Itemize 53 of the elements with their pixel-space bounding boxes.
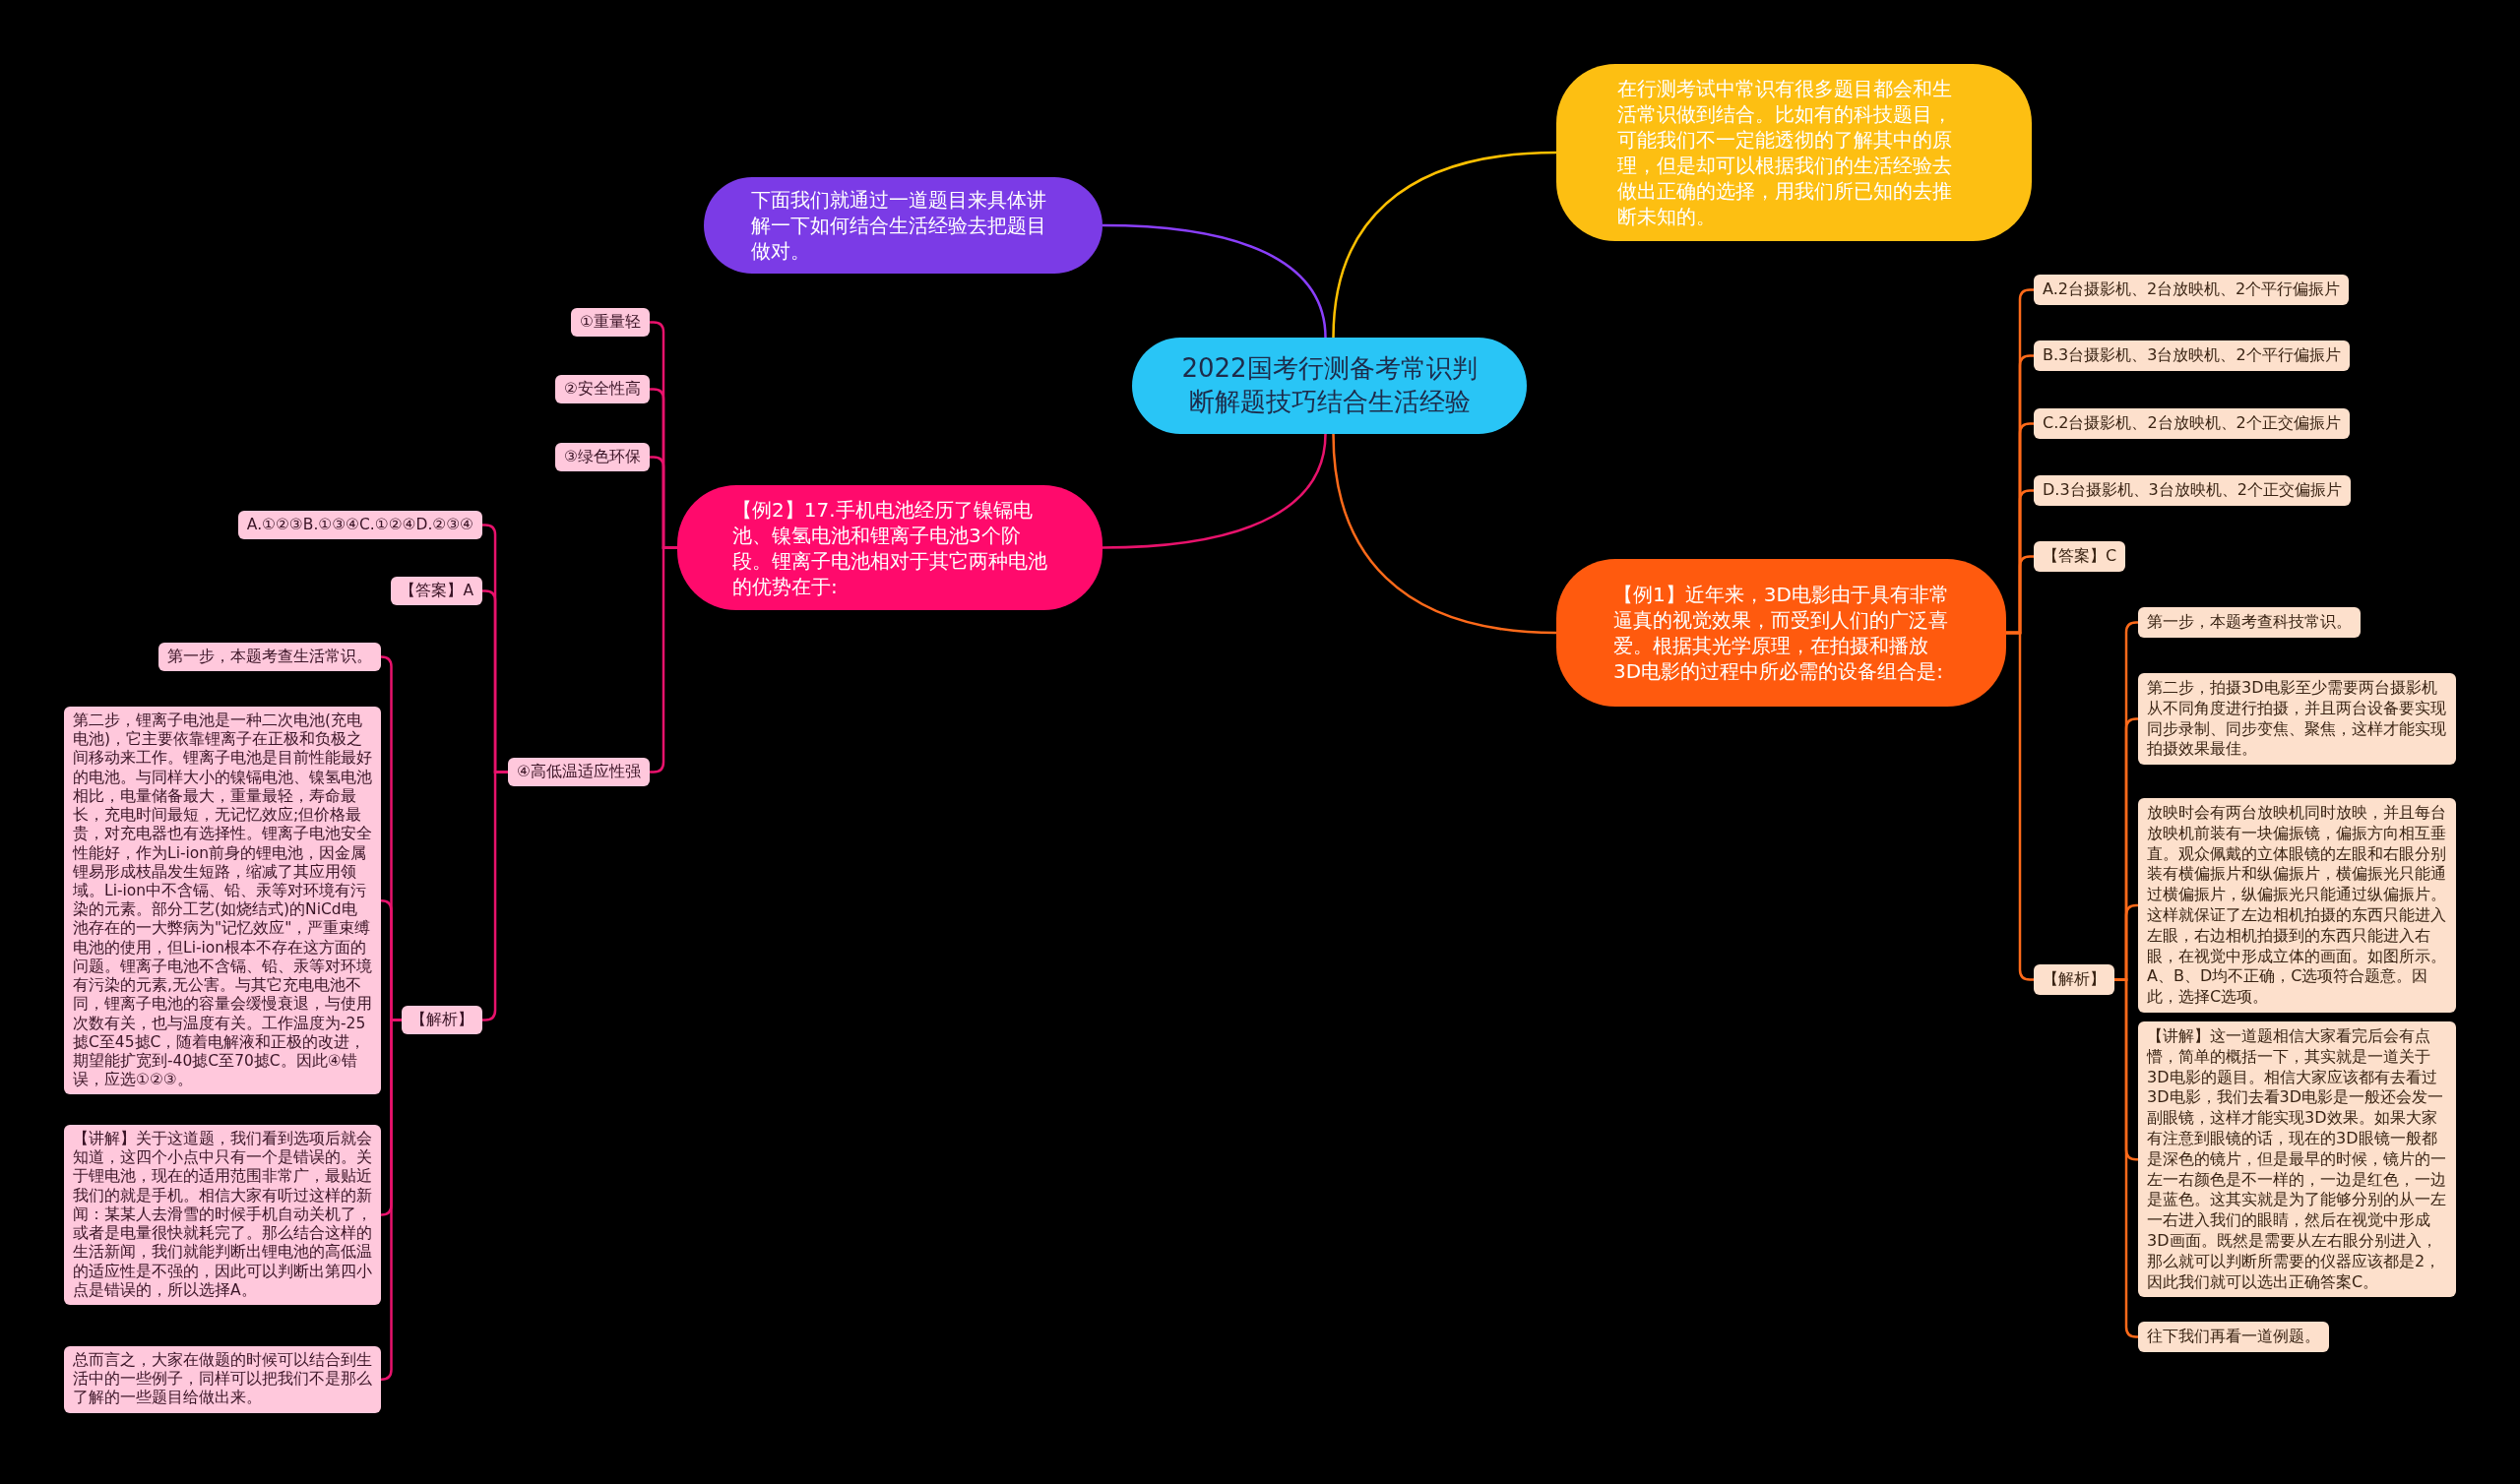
node-text: 【解析】 — [410, 1011, 473, 1030]
note-card — [158, 643, 381, 672]
note-card — [2138, 607, 2361, 638]
node-text: 【讲解】这一道题相信大家看完后会有点懵，简单的概括一下，其实就是一道关于3D电影的题目。相信大家应该都有去看过3D电影，我们去看3D电影是一般还会发一副眼镜，这样才能实现3D效果。如果大家有注意到眼镜的话，现在的3D眼镜一般都是深色的镜片，但是最早的时候，镜片的一左一右颜色是不一样的，一边是红色，一边是蓝色。这其实就是为了能够分别的从一左一右进入我们的眼睛，然后在视觉中形成3D画面。既然是需要从左右眼分别进入，那么就可以判断所需要的仪器应该都是2，因此我们就可以选出正确答案C。 — [2147, 1026, 2447, 1293]
node-text: 下面我们就通过一道题目来具体讲解一下如何结合生活经验去把题目做对。 — [751, 187, 1047, 264]
note-card — [2034, 475, 2351, 506]
note-card — [508, 758, 650, 787]
connector-line — [1102, 433, 1327, 549]
note-card — [2138, 673, 2456, 766]
node-text: 第二步，锂离子电池是一种二次电池(充电电池)，它主要依靠锂离子在正极和负极之间移动来工作。锂离子电池是目前性能最好的电池。与同样大小的镍镉电池、镍氢电池相比，电量储备最大，重量最轻，寿命最长，充电时间最短，无记忆效应;但价格最贵，对充电器也有选择性。锂离子电池安全性能好，作为Li-ion前身的锂电池，因金属锂易形成枝晶发生短路，缩减了其应用领域。Li-ion中不含镉、铅、汞等对环境有污染的元素。部分工艺(如烧结式)的NiCd电池存在的一大弊病为"记忆效应"，严重束缚电池的使用，但Li-ion根本不存在这方面的问题。锂离子电池不含镉、铅、汞等对环境有污染的元素,无公害。与其它充电电池不同，锂离子电池的容量会缓慢衰退，与使用次数有关，也与温度有关。工作温度为-25摅C至45摅C，随着电解液和正极的改进，期望能扩宽到-40摅C至70摅C。因此④错误，应选①②③。 — [73, 711, 372, 1090]
note-card — [571, 308, 650, 338]
node-text: 放映时会有两台放映机同时放映，并且每台放映机前装有一块偏振镜，偏振方向相互垂直。观众佩戴的立体眼镜的左眼和右眼分别装有横偏振片和纵偏振片，横偏振光只能通过横偏振片，纵偏振光只能通过纵偏振片。这样就保证了左边相机拍摄的东西只能进入左眼，右边相机拍摄到的东西只能进入右眼，在视觉中形成立体的画面。如图所示。A、B、D均不正确，C选项符合题意。因此，选择C选项。 — [2147, 803, 2447, 1008]
connector-line — [1332, 151, 1557, 339]
node-text: B.3台摄影机、3台放映机、2个平行偏振片 — [2043, 345, 2341, 366]
node-text: 【例2】17.手机电池经历了镍镉电池、镍氢电池和锂离子电池3个阶段。锂离子电池相对于其它两种电池的优势在于: — [732, 496, 1047, 599]
note-card — [2034, 964, 2114, 995]
note-card — [2034, 275, 2350, 305]
note-card — [64, 1346, 381, 1413]
node-text: D.3台摄影机、3台放映机、2个正交偏振片 — [2043, 480, 2342, 501]
connector-line — [1102, 223, 1327, 339]
node-text: ③绿色环保 — [564, 448, 641, 467]
node-text: 往下我们再看一道例题。 — [2147, 1327, 2320, 1347]
connector-line — [380, 1019, 402, 1382]
node-text: 第二步，拍摄3D电影至少需要两台摄影机从不同角度进行拍摄，并且两台设备要实现同步录制、同步变焦、聚焦，这样才能实现拍摄效果最佳。 — [2147, 678, 2447, 761]
node-text: 【答案】A — [400, 582, 473, 601]
connector-line — [2114, 978, 2139, 1338]
node-text: A.2台摄影机、2台放映机、2个平行偏振片 — [2043, 279, 2341, 300]
note-card — [391, 577, 482, 606]
node-text: 【讲解】关于这道题，我们看到选项后就会知道，这四个小点中只有一个是错误的。关于锂电池，现在的适用范围非常广，最贴近我们的就是手机。相信大家有听过这样的新闻：某某人去滑雪的时候手机自动关机了，或者是电量很快就耗完了。那么结合这样的生活新闻，我们就能判断出锂电池的高低温的适应性是不强的，因此可以判断出第四小点是错误的，所以选择A。 — [73, 1130, 372, 1300]
note-card — [402, 1006, 482, 1035]
connector-line — [482, 771, 509, 1021]
note-card — [555, 443, 650, 472]
node-text: 【答案】C — [2043, 546, 2117, 567]
note-card — [555, 375, 650, 404]
note-card — [2138, 1322, 2329, 1352]
note-card — [2034, 340, 2350, 371]
node-text: 【例1】近年来，3D电影由于具有非常逼真的视觉效果，而受到人们的广泛喜爱。根据其光学原理，在拍摄和播放3D电影的过程中所必需的设备组合是: — [1613, 582, 1949, 684]
node-text: A.①②③B.①③④C.①②④D.②③④ — [246, 516, 473, 535]
note-card — [237, 511, 482, 540]
node-text: 2022国考行测备考常识判断解题技巧结合生活经验 — [1180, 352, 1479, 418]
node-text: 【解析】 — [2043, 969, 2106, 990]
node-text: 在行测考试中常识有很多题目都会和生活常识做到结合。比如有的科技题目，可能我们不一定能透彻的了解其中的原理，但是却可以根据我们的生活经验去做出正确的选择，用我们所已知的去推断未知的。 — [1617, 76, 1953, 229]
topic-bubble — [1556, 64, 2032, 241]
node-text: 第一步，本题考查科技常识。 — [2147, 612, 2352, 633]
node-text: 总而言之，大家在做题的时候可以结合到生活中的一些例子，同样可以把我们不是那么了解的一些题目给做出来。 — [73, 1351, 372, 1408]
node-text: ④高低温适应性强 — [517, 763, 641, 782]
node-text: C.2台摄影机、2台放映机、2个正交偏振片 — [2043, 413, 2341, 434]
node-text: 第一步，本题考查生活常识。 — [167, 648, 372, 667]
connector-line — [1332, 433, 1557, 635]
note-card — [2034, 408, 2350, 439]
node-text: ②安全性高 — [564, 380, 641, 400]
note-card — [2034, 541, 2126, 572]
node-text: ①重量轻 — [580, 313, 641, 333]
